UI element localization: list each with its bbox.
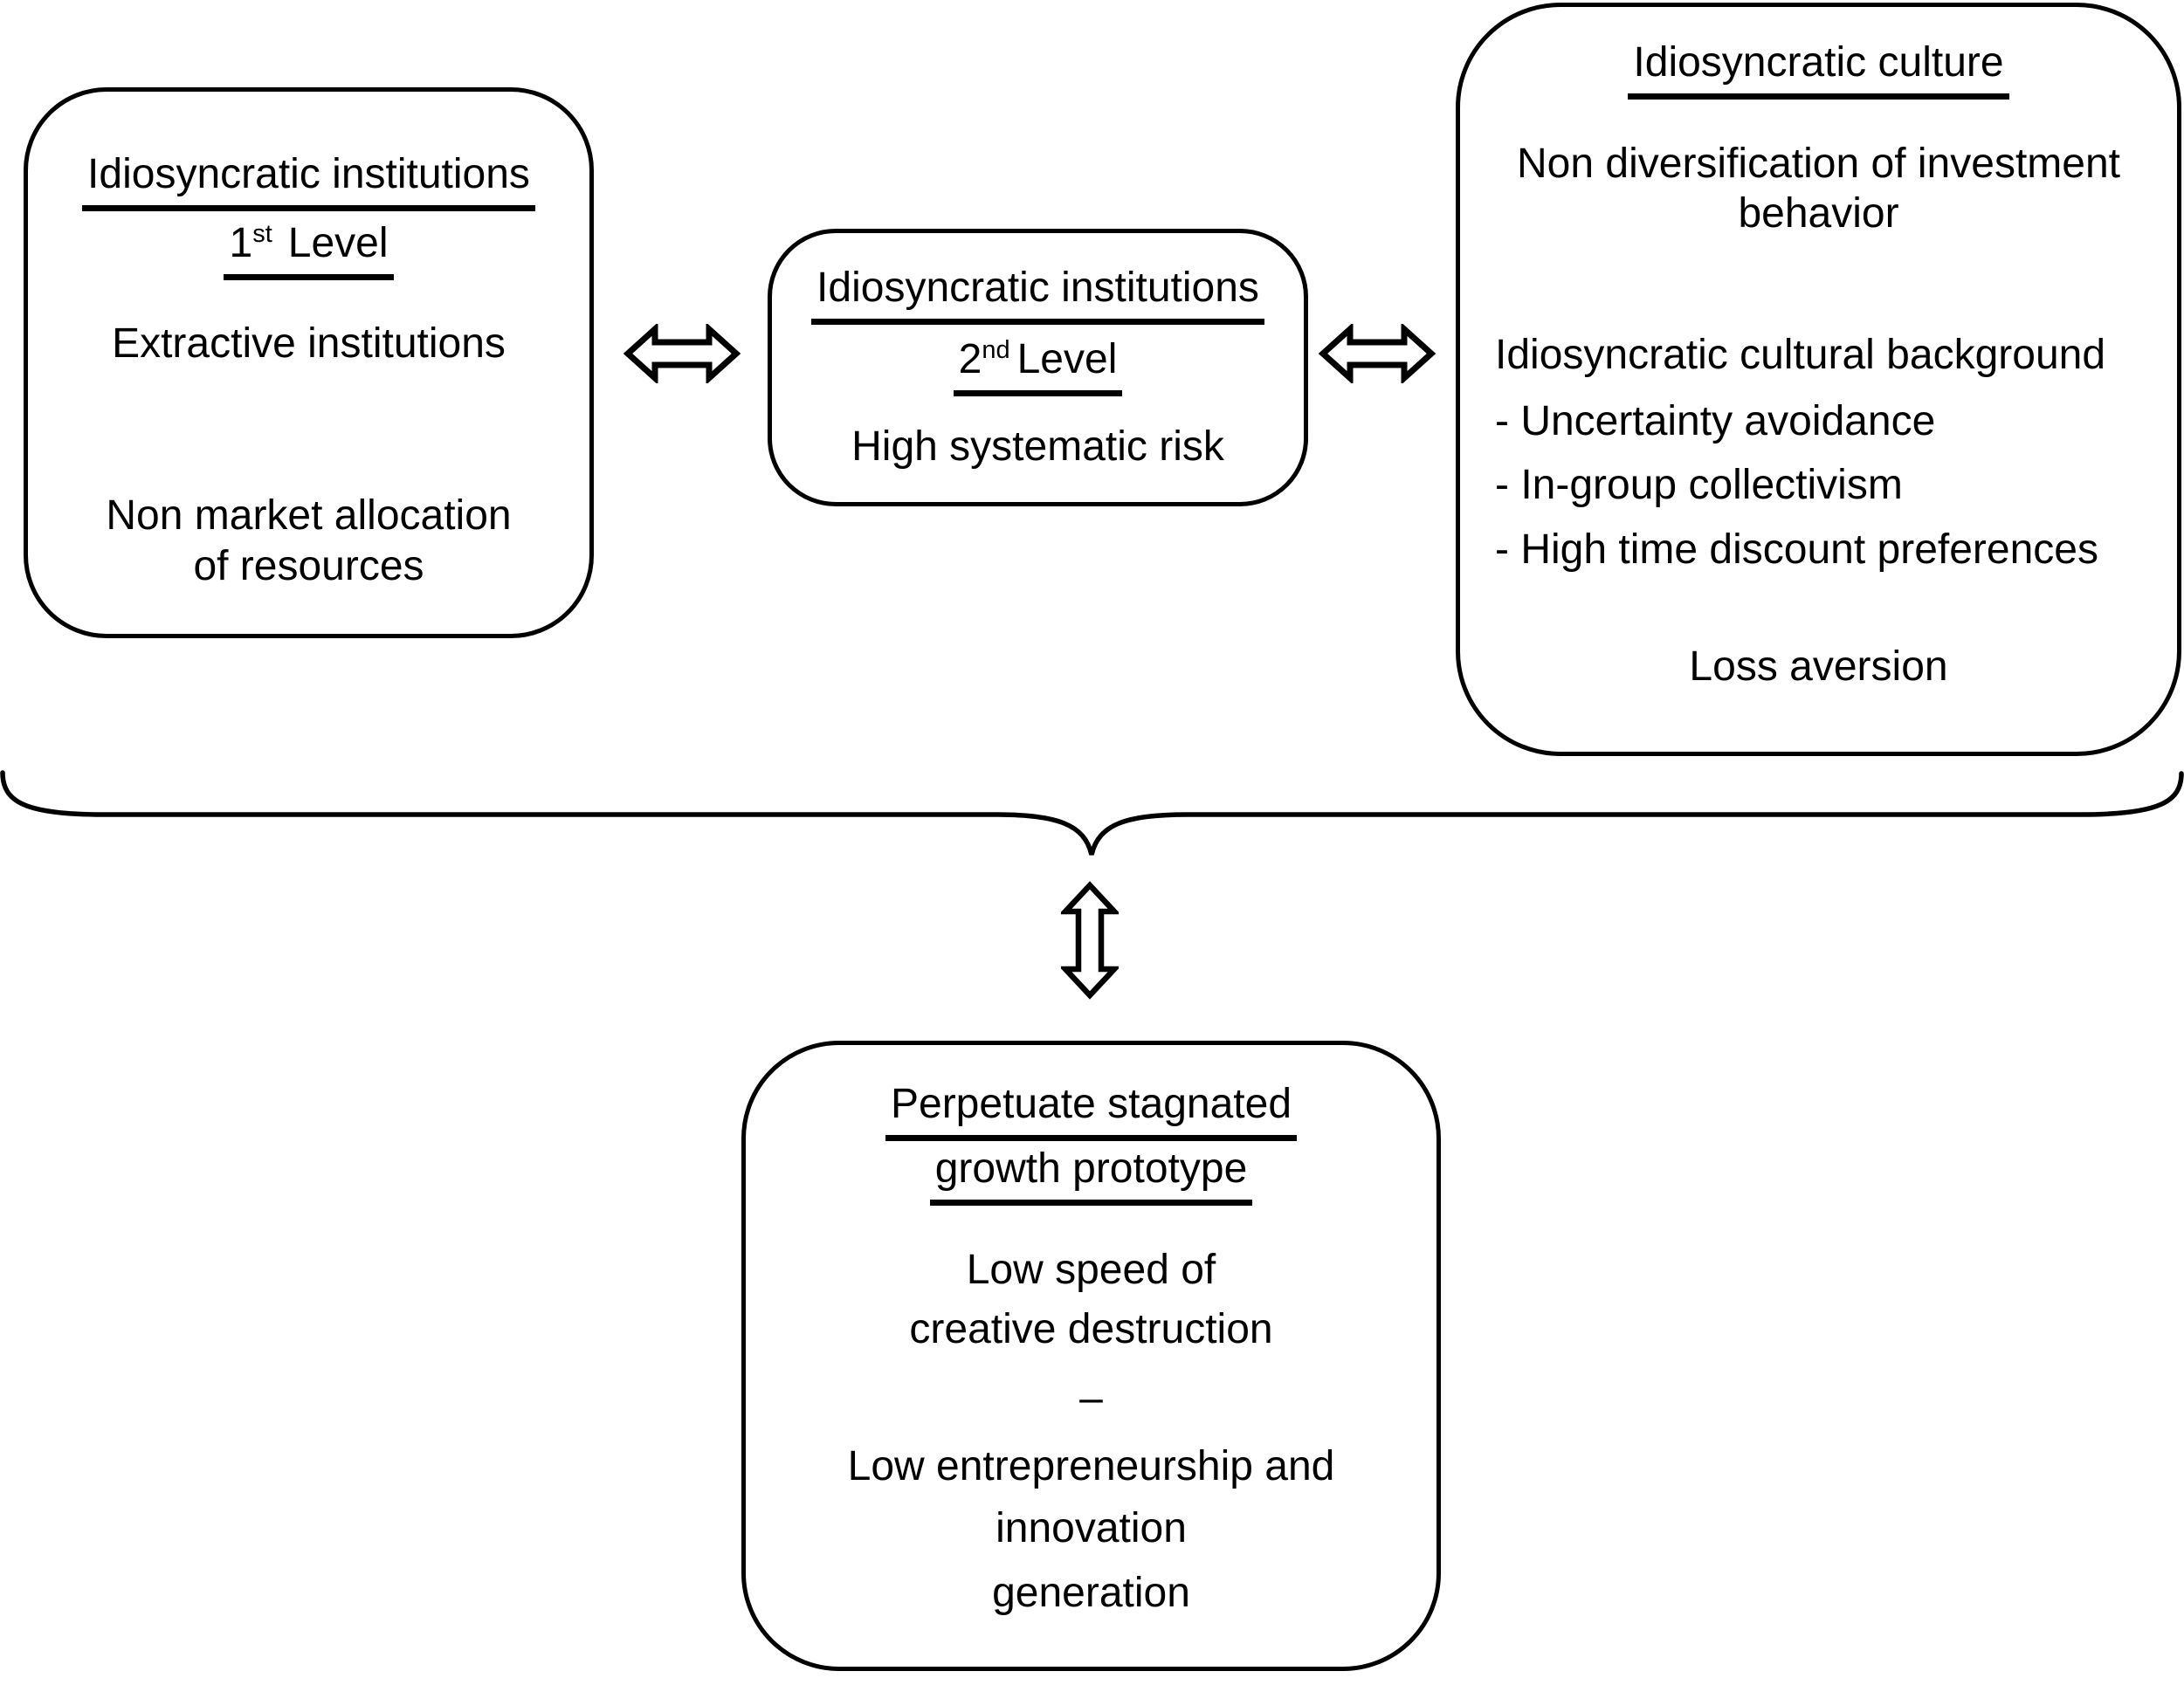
bullet-item: - High time discount preferences <box>1495 526 2098 573</box>
box-item: Non diversification of investment behavi… <box>1517 141 2120 237</box>
level-number: 1 <box>229 220 253 266</box>
box-item: Extractive institutions <box>112 320 506 367</box>
box-title: Idiosyncratic institutions <box>772 264 1304 325</box>
node-idiosyncratic-institutions-1st-level: Idiosyncratic institutions 1st Level Extr… <box>24 87 594 638</box>
box-title-line1: Perpetuate stagnated <box>746 1080 1436 1141</box>
box-title-line2: growth prototype <box>746 1145 1436 1206</box>
box-item: Loss aversion <box>1689 643 1948 690</box>
level-ordinal-suffix: nd <box>982 336 1010 364</box>
box-item: Non market allocation of resources <box>106 492 512 589</box>
level-word: Level <box>287 220 389 266</box>
level-word: Level <box>1016 336 1118 382</box>
box-item: innovation <box>996 1505 1187 1551</box>
level-label: 1st Level <box>28 219 589 280</box>
box-title: Idiosyncratic culture <box>1460 38 2177 100</box>
node-perpetuate-stagnated-growth-prototype: Perpetuate stagnated growth prototype Lo… <box>741 1041 1441 1671</box>
box-title: Idiosyncratic institutions <box>28 150 589 211</box>
box-item: High systematic risk <box>851 423 1224 470</box>
double-arrow-horizontal-icon <box>1319 324 1436 383</box>
box-item: Low speed of <box>966 1247 1216 1293</box>
dash-separator: – <box>1079 1375 1103 1421</box>
box-item: creative destruction <box>909 1306 1273 1352</box>
bullet-item: - Uncertainty avoidance <box>1495 398 1936 444</box>
box-item: Low entrepreneurship and <box>847 1443 1335 1489</box>
double-arrow-horizontal-icon <box>624 324 741 383</box>
box-item: generation <box>992 1570 1190 1616</box>
double-arrow-vertical-icon <box>1061 881 1119 1000</box>
level-number: 2 <box>958 336 982 382</box>
bullet-item: - In-group collectivism <box>1495 462 1903 508</box>
node-idiosyncratic-culture: Idiosyncratic culture Non diversificatio… <box>1456 3 2181 756</box>
box-subheading: Idiosyncratic cultural background <box>1495 332 2106 378</box>
level-ordinal-suffix: st <box>252 220 272 248</box>
curly-brace-down-icon <box>0 746 2184 869</box>
